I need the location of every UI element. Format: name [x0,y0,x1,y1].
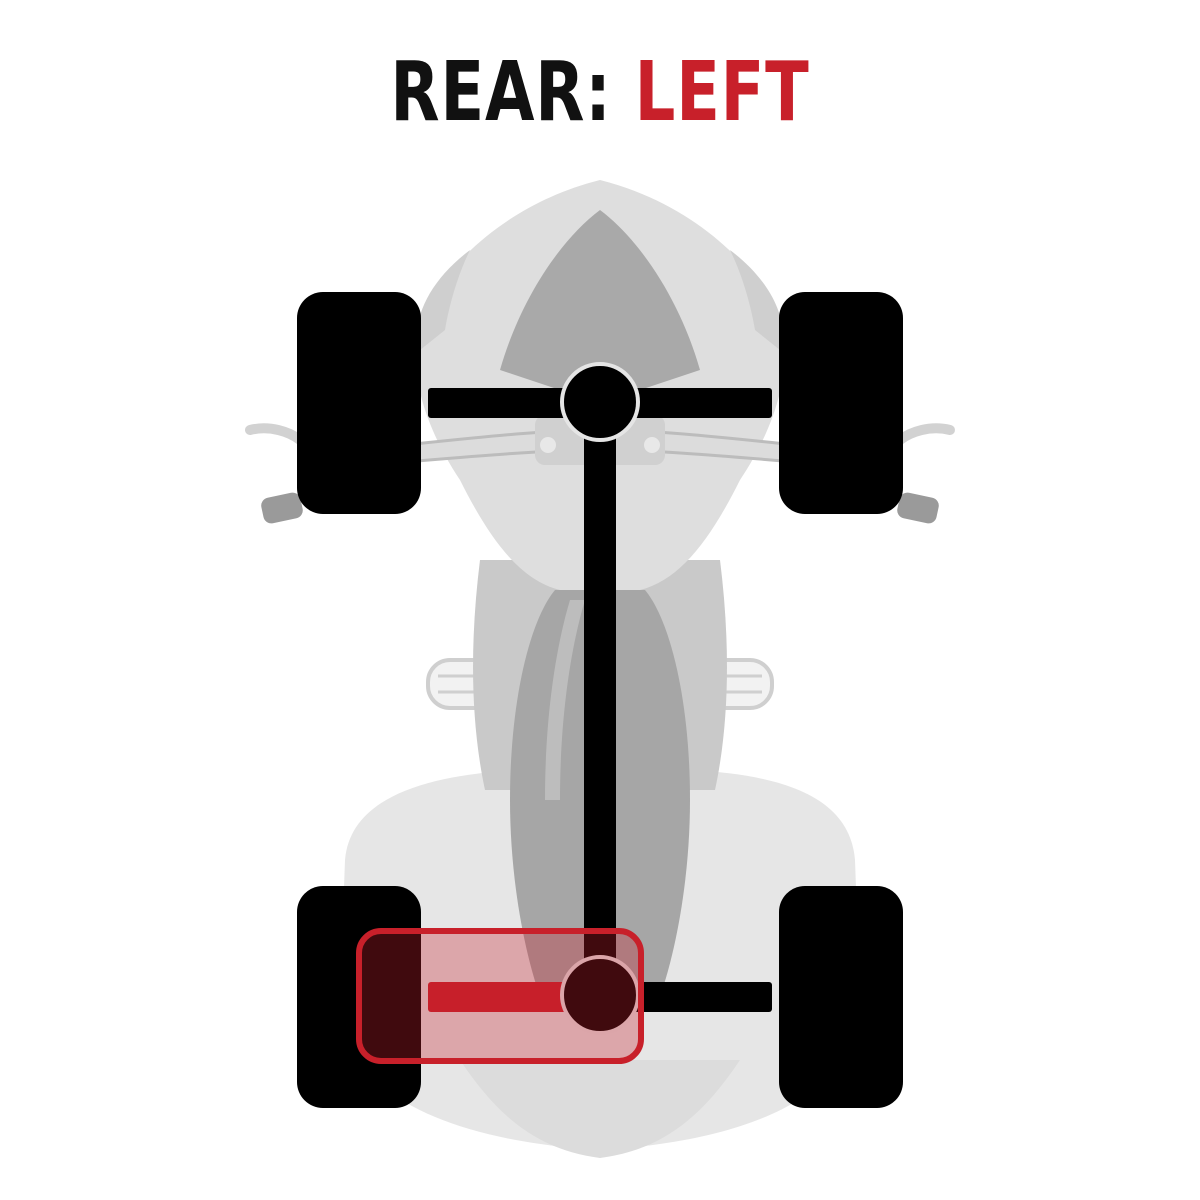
page-title: REAR: LEFT [132,38,1068,148]
wheels [297,292,903,1108]
title-prefix: REAR: [390,45,635,140]
front-left-wheel-icon [297,292,421,514]
front-hood [500,210,700,390]
rear-left-axle-icon [428,982,600,1012]
right-lever [895,423,955,445]
headlight-right [730,250,783,350]
left-lever [245,423,305,445]
rear-left-highlight-box [356,928,644,1064]
left-grip [261,492,303,524]
driveshaft-icon [584,400,616,996]
right-grip [897,492,939,524]
rear-right-wheel-icon [779,886,903,1108]
front-differential-icon [560,362,640,442]
title-highlight: LEFT [634,45,810,140]
rear-tail [460,1060,740,1158]
headlight-left [417,250,470,350]
drivetrain [428,362,772,1035]
front-right-wheel-icon [779,292,903,514]
